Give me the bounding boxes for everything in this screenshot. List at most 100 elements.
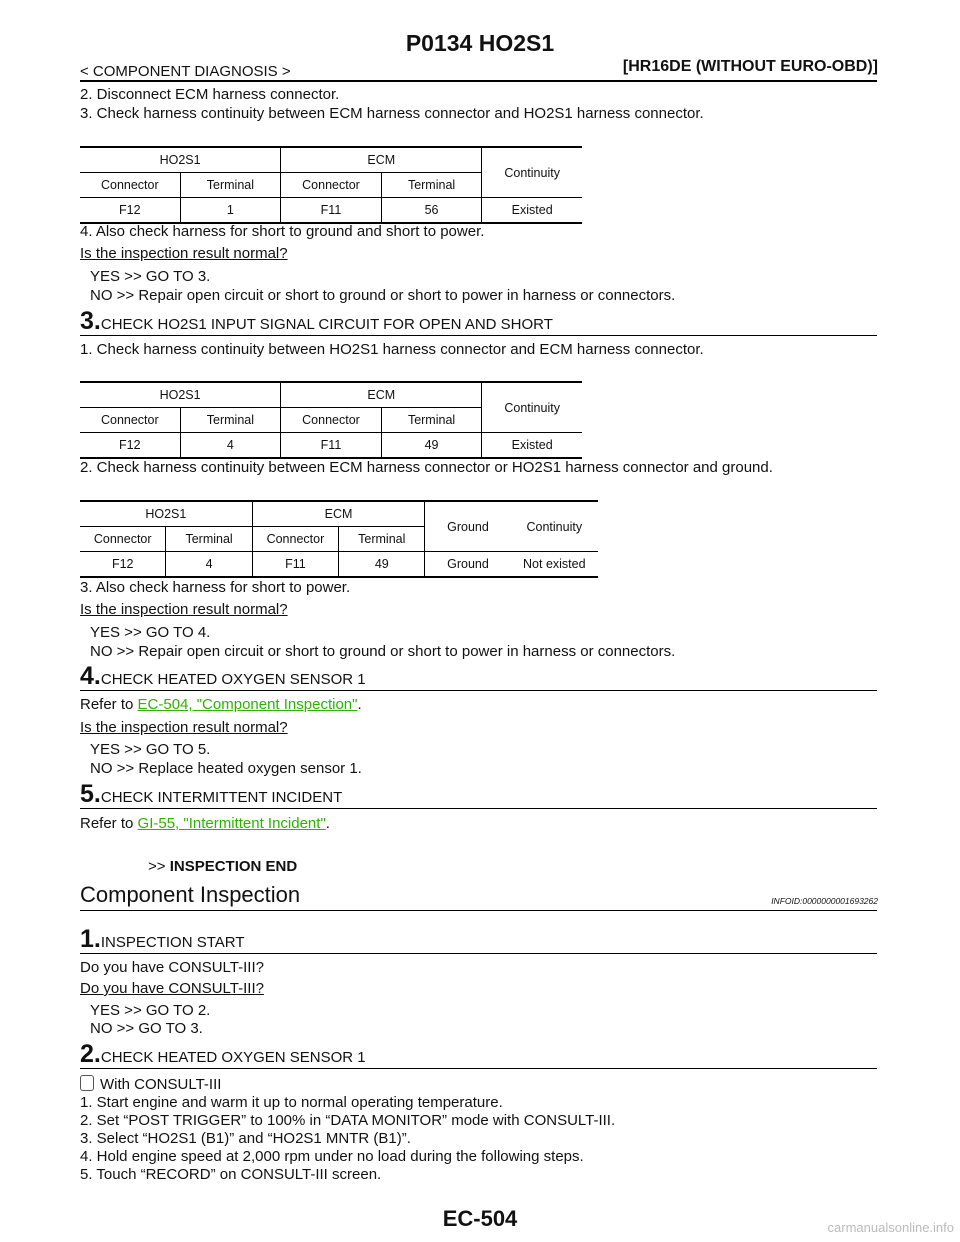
col-header: Terminal <box>179 407 281 433</box>
section-heading: Component Inspection <box>80 882 301 907</box>
step-title: CHECK HEATED OXYGEN SENSOR 1 <box>100 1049 366 1066</box>
end-text: INSPECTION END <box>169 858 298 875</box>
refer-punct: . <box>357 696 362 713</box>
table-cell: 49 <box>380 432 482 459</box>
page-number: EC-504 <box>442 1206 518 1231</box>
yes-option: YES >> GO TO 3. <box>90 268 211 285</box>
step-2-header: 2.CHECK HEATED OXYGEN SENSOR 1 <box>80 1040 877 1069</box>
col-header: Connector <box>80 526 166 552</box>
procedure-step: 2. Set “POST TRIGGER” to 100% in “DATA M… <box>80 1112 616 1129</box>
step-title: CHECK HEATED OXYGEN SENSOR 1 <box>100 671 366 688</box>
table-cell: Ground <box>424 551 511 578</box>
procedure-step: 4. Hold engine speed at 2,000 rpm under … <box>80 1148 584 1165</box>
procedure-step: 1. Start engine and warm it up to normal… <box>80 1094 503 1111</box>
step-3-header: 3.CHECK HO2S1 INPUT SIGNAL CIRCUIT FOR O… <box>80 307 877 336</box>
table-cell: 49 <box>338 551 425 578</box>
continuity-table-1: HO2S1 ECM Continuity Connector Terminal … <box>80 146 582 224</box>
table-cell: F11 <box>251 551 339 578</box>
info-id: INFOID:0000000001693262 <box>771 896 878 906</box>
col-header: HO2S1 <box>80 146 281 173</box>
table-cell: F12 <box>80 197 181 224</box>
table-cell: Existed <box>481 432 582 459</box>
step-title: CHECK HO2S1 INPUT SIGNAL CIRCUIT FOR OPE… <box>100 316 553 333</box>
inspection-end: >> INSPECTION END <box>148 858 297 875</box>
question: Is the inspection result normal? <box>80 245 288 262</box>
consult-text: With CONSULT-III <box>100 1076 222 1093</box>
no-option: NO >> Replace heated oxygen sensor 1. <box>90 760 362 777</box>
question: Is the inspection result normal? <box>80 601 288 618</box>
table-cell: Existed <box>481 197 582 224</box>
col-header: HO2S1 <box>80 381 281 408</box>
refer-punct: . <box>325 815 330 832</box>
instruction-line: 2. Check harness continuity between ECM … <box>80 459 773 476</box>
step-5-header: 5.CHECK INTERMITTENT INCIDENT <box>80 780 877 809</box>
end-arrow: >> <box>148 858 166 875</box>
reference-line: Refer to <box>80 815 133 832</box>
refer-text: Refer to <box>80 696 138 713</box>
instruction-line: 3. Also check harness for short to power… <box>80 579 351 596</box>
yes-option: YES >> GO TO 4. <box>90 624 211 641</box>
no-option: NO >> Repair open circuit or short to gr… <box>90 287 676 304</box>
component-inspection-link[interactable]: EC-504, "Component Inspection" <box>137 696 358 713</box>
table-cell: 4 <box>179 432 281 459</box>
col-header: Continuity <box>510 500 598 552</box>
question: Do you have CONSULT-III? <box>80 980 264 997</box>
instruction-line: 2. Disconnect ECM harness connector. <box>80 86 340 103</box>
procedure-step: 3. Select “HO2S1 (B1)” and “HO2S1 MNTR (… <box>80 1130 411 1147</box>
col-header: HO2S1 <box>80 500 253 527</box>
refer-text: Refer to <box>80 815 134 832</box>
step-number: 4. <box>80 662 101 690</box>
continuity-table-3: HO2S1 ECM Ground Continuity Connector Te… <box>80 500 598 578</box>
section-rule <box>80 910 877 911</box>
instruction-line: 3. Check harness continuity between ECM … <box>80 105 704 122</box>
watermark: carmanualsonline.info <box>827 1220 954 1235</box>
step-number: 2. <box>80 1040 101 1068</box>
section-label: < COMPONENT DIAGNOSIS > <box>80 63 291 80</box>
step-number: 3. <box>80 307 101 335</box>
step-1-header: 1.INSPECTION START <box>80 925 877 954</box>
instruction-line: 1. Check harness continuity between HO2S… <box>80 341 704 358</box>
no-option: NO >> GO TO 3. <box>90 1020 203 1037</box>
step-number: 1. <box>80 925 101 953</box>
table-cell: F12 <box>80 551 166 578</box>
table-row: F12 4 F11 49 Existed <box>80 432 582 459</box>
reference-line-overlay: Refer to GI-55, "Intermittent Incident". <box>80 815 330 832</box>
table-cell: F11 <box>280 432 382 459</box>
col-header: ECM <box>251 500 425 527</box>
continuity-table-2: HO2S1 ECM Continuity Connector Terminal … <box>80 381 582 459</box>
instruction-line: 4. Also check harness for short to groun… <box>80 223 485 240</box>
step-title: INSPECTION START <box>100 934 245 951</box>
col-header: Connector <box>280 172 382 198</box>
table-cell: 56 <box>380 197 482 224</box>
col-header: Terminal <box>179 172 281 198</box>
step-title: CHECK INTERMITTENT INCIDENT <box>100 789 343 806</box>
procedure-step: 5. Touch “RECORD” on CONSULT-III screen. <box>80 1166 382 1183</box>
col-header: Connector <box>251 526 339 552</box>
table-cell: 1 <box>179 197 281 224</box>
col-header: ECM <box>280 381 482 408</box>
question-plain: Do you have CONSULT-III? <box>80 959 264 976</box>
table-row: F12 1 F11 56 Existed <box>80 197 582 224</box>
col-header: Terminal <box>165 526 253 552</box>
consult-line: With CONSULT-III <box>80 1075 221 1093</box>
col-header: Terminal <box>338 526 425 552</box>
intermittent-incident-link-text[interactable]: GI-55, "Intermittent Incident" <box>137 815 326 832</box>
question: Is the inspection result normal? <box>80 719 288 736</box>
step-4-header: 4.CHECK HEATED OXYGEN SENSOR 1 <box>80 662 877 691</box>
table-cell: Not existed <box>510 551 598 578</box>
engine-label: [HR16DE (WITHOUT EURO-OBD)] <box>622 58 878 75</box>
col-header: Connector <box>280 407 382 433</box>
no-option: NO >> Repair open circuit or short to gr… <box>90 643 676 660</box>
col-header: Terminal <box>380 407 482 433</box>
table-row: F12 4 F11 49 Ground Not existed <box>80 551 598 578</box>
header-rule <box>80 80 877 82</box>
col-header: Terminal <box>380 172 482 198</box>
col-header: Continuity <box>481 381 582 433</box>
col-header: Connector <box>80 172 181 198</box>
yes-option: YES >> GO TO 5. <box>90 741 211 758</box>
step-number: 5. <box>80 780 101 808</box>
col-header: Continuity <box>481 146 582 198</box>
page-title: P0134 HO2S1 <box>405 30 555 56</box>
table-cell: F11 <box>280 197 382 224</box>
table-cell: 4 <box>165 551 253 578</box>
